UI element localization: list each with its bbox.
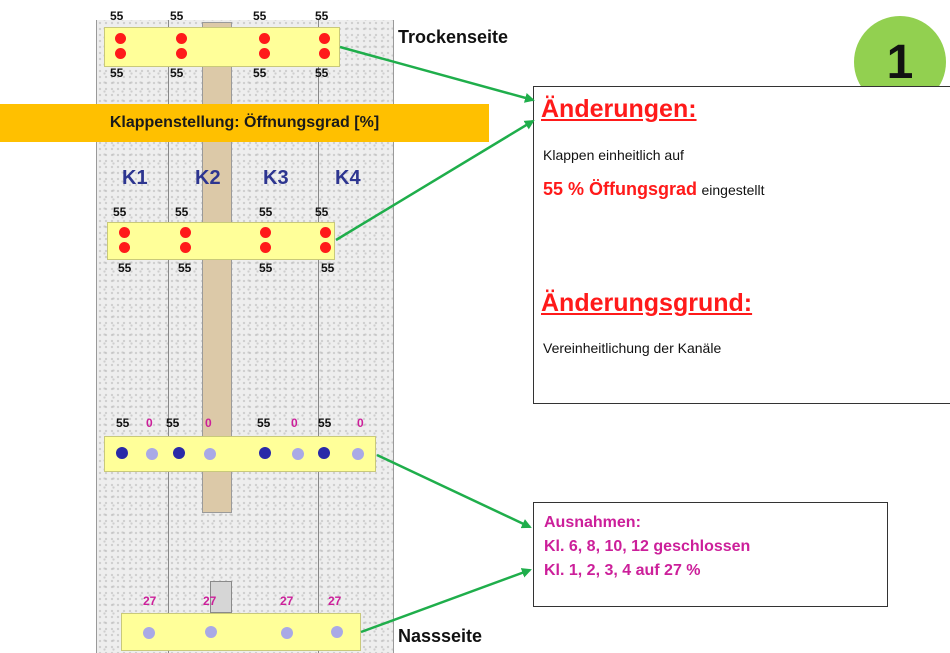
row2-top-value: 55 (175, 205, 189, 219)
flap-dot (260, 242, 271, 253)
flap-dot-closed (204, 448, 216, 460)
channel-divider (168, 20, 169, 653)
row1-top-value: 55 (315, 9, 329, 23)
row4-value: 27 (143, 594, 157, 608)
flap-dot-closed (292, 448, 304, 460)
flap-dot (319, 33, 330, 44)
row2-bottom-value: 55 (178, 261, 192, 275)
flap-dot (320, 227, 331, 238)
flap-dot (119, 242, 130, 253)
reason-line: Vereinheitlichung der Kanäle (543, 340, 722, 356)
row3-value: 0 (146, 416, 153, 430)
flap-dot-partial (281, 627, 293, 639)
row2-top-value: 55 (315, 205, 329, 219)
row2-bottom-value: 55 (118, 261, 132, 275)
row1-top-value: 55 (170, 9, 184, 23)
flap-dot (319, 48, 330, 59)
drain-block (210, 581, 232, 613)
exceptions-box: Ausnahmen: Kl. 6, 8, 10, 12 geschlossen … (533, 502, 888, 607)
reason-heading: Änderungsgrund: (541, 289, 753, 317)
row3-value: 55 (116, 416, 130, 430)
row3-value: 55 (257, 416, 271, 430)
flap-position-banner: Klappenstellung: Öffnungsgrad [%] (0, 104, 489, 142)
row1-top-value: 55 (110, 9, 124, 23)
flap-dot-open (318, 447, 330, 459)
row2-bottom-value: 55 (259, 261, 273, 275)
row1-bottom-value: 55 (170, 66, 184, 80)
row3-value: 55 (166, 416, 180, 430)
arrow-row2-to-changes (335, 119, 535, 242)
exceptions-line: Kl. 6, 8, 10, 12 geschlossen (544, 538, 751, 555)
channel-label-k1: K1 (122, 167, 148, 189)
changes-box (533, 86, 950, 404)
flap-dot (180, 227, 191, 238)
flap-dot-partial (331, 626, 343, 638)
flap-dot-partial (143, 627, 155, 639)
arrow-row3-to-exceptions (376, 453, 532, 529)
flap-dot-open (173, 447, 185, 459)
changes-suffix: eingestellt (701, 182, 765, 198)
center-beam (202, 22, 232, 513)
channel-label-k3: K3 (263, 167, 289, 189)
changes-line: Klappen einheitlich auf (543, 147, 684, 163)
channel-label-k2: K2 (195, 167, 221, 189)
flap-dot-closed (352, 448, 364, 460)
exceptions-line: Kl. 1, 2, 3, 4 auf 27 % (544, 562, 701, 579)
flap-dot (176, 33, 187, 44)
channel-label-k4: K4 (335, 167, 361, 189)
flap-dot (176, 48, 187, 59)
flap-dot (115, 48, 126, 59)
row4-value: 27 (328, 594, 342, 608)
row3-value: 0 (291, 416, 298, 430)
flap-dot-open (116, 447, 128, 459)
row2-top-value: 55 (113, 205, 127, 219)
row4-value: 27 (280, 594, 294, 608)
row1-bottom-value: 55 (110, 66, 124, 80)
row2-bottom-value: 55 (321, 261, 335, 275)
exceptions-title: Ausnahmen: (544, 514, 641, 531)
wet-side-label: Nassseite (398, 626, 483, 646)
opening-degree-highlight: 55 % Öffungsgrad (543, 179, 698, 199)
row3-value: 0 (357, 416, 364, 430)
changes-highlight-line: 55 % Öffungsgrad eingestellt (543, 179, 765, 200)
flap-dot (115, 33, 126, 44)
flap-dot (259, 48, 270, 59)
flap-strip-row2 (107, 222, 335, 260)
arrow-row1-to-changes (339, 45, 535, 103)
changes-heading: Änderungen: (541, 95, 697, 123)
row1-bottom-value: 55 (253, 66, 267, 80)
flap-dot-open (259, 447, 271, 459)
flap-dot-partial (205, 626, 217, 638)
flap-strip-row1 (104, 27, 340, 67)
flap-dot-closed (146, 448, 158, 460)
row1-top-value: 55 (253, 9, 267, 23)
flap-dot (320, 242, 331, 253)
channel-divider (318, 20, 319, 653)
flap-dot (259, 33, 270, 44)
flap-strip-row4 (121, 613, 361, 651)
row3-value: 0 (205, 416, 212, 430)
row1-bottom-value: 55 (315, 66, 329, 80)
flap-dot (180, 242, 191, 253)
dry-side-label: Trockenseite (398, 27, 509, 47)
flap-dot (119, 227, 130, 238)
row4-value: 27 (203, 594, 217, 608)
row3-value: 55 (318, 416, 332, 430)
row2-top-value: 55 (259, 205, 273, 219)
flap-dot (260, 227, 271, 238)
arrow-row4-to-exceptions (360, 568, 532, 634)
